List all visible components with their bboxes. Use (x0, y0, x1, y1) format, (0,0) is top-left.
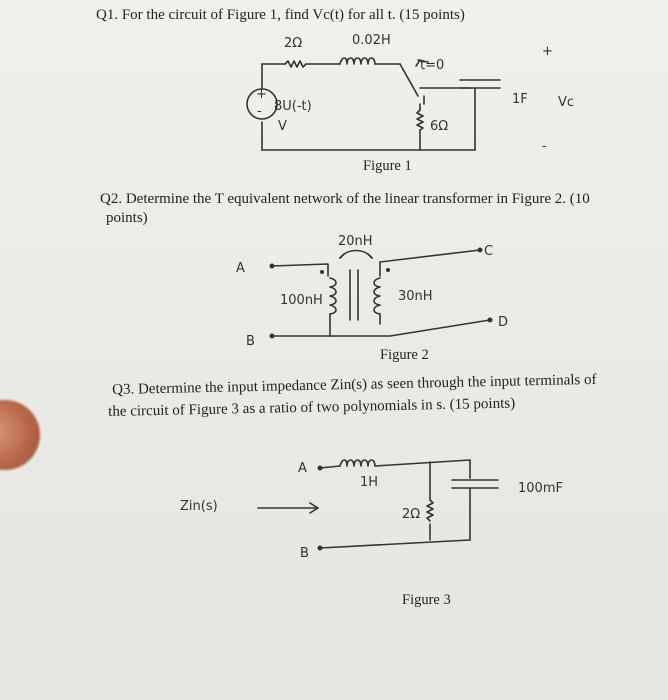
inductor-30nh (373, 277, 381, 315)
label-r-fig3: 2Ω (402, 507, 420, 522)
figure-3-caption: Figure 3 (402, 592, 451, 608)
label-vc-plus: + (542, 44, 553, 59)
label-source-unit: V (278, 119, 287, 134)
voltage-source (246, 88, 278, 120)
label-l1-fig2: 100nH (280, 293, 323, 308)
q1-text: Q1. For the circuit of Figure 1, find Vc… (96, 7, 465, 23)
label-zin: Zin(s) (180, 499, 218, 514)
inductor-100nh (329, 277, 337, 315)
label-l-fig3: 1H (360, 475, 378, 490)
label-r2: 6Ω (430, 119, 448, 134)
capacitor-1f (459, 79, 501, 89)
label-a-fig2: A (236, 261, 245, 276)
figure-2-caption: Figure 2 (380, 347, 429, 363)
label-c-fig3: 100mF (518, 481, 563, 496)
inductor-002h (339, 57, 376, 65)
label-cap: 1F (512, 92, 528, 107)
label-l1: 0.02H (352, 33, 391, 48)
label-vc: Vc (558, 95, 574, 110)
q2-text-line1: Q2. Determine the T equivalent network o… (100, 191, 590, 207)
q2-text-line2: points) (106, 210, 148, 226)
label-d-fig2: D (498, 315, 508, 330)
figure-3-circuit (257, 459, 499, 549)
label-l2-fig2: 30nH (398, 289, 433, 304)
capacitor-100mf (451, 479, 499, 489)
label-r1: 2Ω (284, 36, 302, 51)
figure-2-circuit (271, 249, 491, 337)
label-b-fig2: B (246, 334, 255, 349)
label-b-fig3: B (300, 546, 309, 561)
label-minus-source: - (257, 104, 262, 119)
label-c-fig2: C (484, 244, 493, 259)
label-mutual: 20nH (338, 234, 373, 249)
resistor-6ohm (416, 109, 424, 131)
label-switch: t=0 (420, 58, 444, 73)
switch-line (399, 63, 419, 97)
figure-1-circuit (246, 57, 501, 151)
resistor-2ohm (284, 60, 307, 68)
figure-1-caption: Figure 1 (363, 158, 412, 174)
label-vc-minus: - (542, 139, 547, 154)
label-plus-source: + (256, 87, 267, 102)
inductor-1h (339, 459, 376, 467)
label-a-fig3: A (298, 461, 307, 476)
label-source: 8U(-t) (274, 99, 312, 114)
resistor-2ohm-fig3 (426, 499, 434, 522)
